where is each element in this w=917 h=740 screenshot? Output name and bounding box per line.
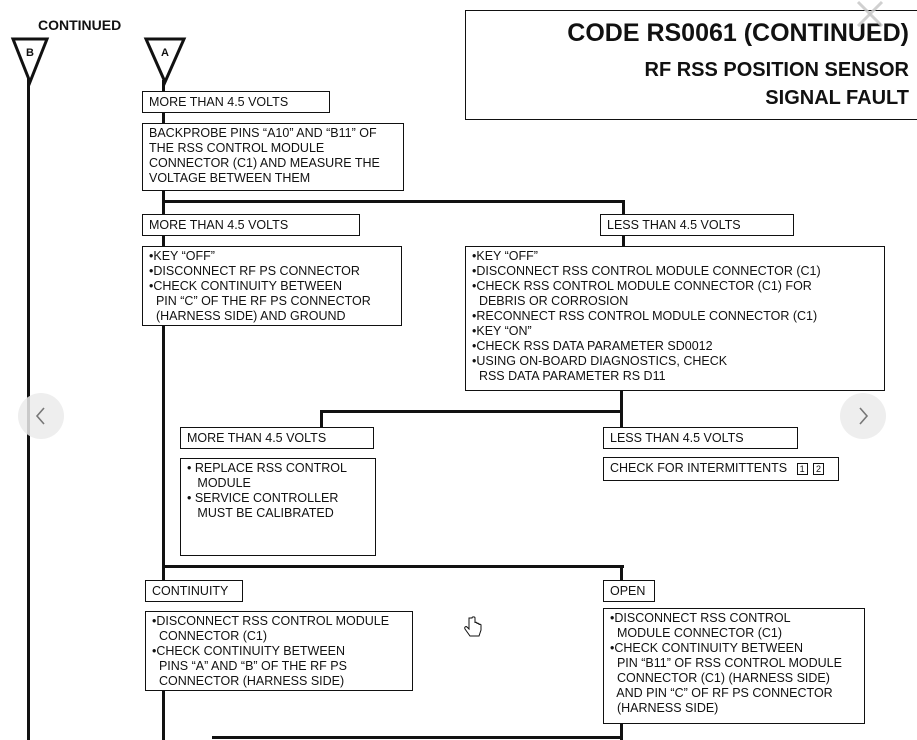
marker-a-triangle: A — [143, 37, 187, 86]
flow-line — [212, 736, 622, 739]
title-line-1: CODE RS0061 (CONTINUED) — [567, 19, 909, 47]
marker-b-triangle: B — [10, 37, 50, 86]
step-line: •DISCONNECT RF PS CONNECTOR — [149, 264, 360, 278]
step-line: •RECONNECT RSS CONTROL MODULE CONNECTOR … — [472, 309, 818, 323]
step-line: PIN “B11” OF RSS CONTROL MODULE — [610, 656, 842, 670]
steps-key-off-rss-module: •KEY “OFF” •DISCONNECT RSS CONTROL MODUL… — [465, 246, 885, 391]
step-line: •USING ON-BOARD DIAGNOSTICS, CHECK — [472, 354, 728, 368]
step-line: AND PIN “C” OF RF PS CONNECTOR — [610, 686, 833, 700]
chevron-right-icon — [859, 407, 869, 425]
step-line: VOLTAGE BETWEEN THEM — [149, 171, 311, 185]
step-line: BACKPROBE PINS “A10” AND “B11” OF — [149, 126, 377, 140]
step-line: • SERVICE CONTROLLER — [187, 491, 339, 505]
ref-badge-2: 2 — [813, 463, 825, 475]
step-line: •KEY “OFF” — [472, 249, 538, 263]
step-line: (HARNESS SIDE) AND GROUND — [149, 309, 346, 323]
flow-line — [620, 565, 623, 581]
step-line: •KEY “ON” — [472, 324, 532, 338]
condition-more-than-4-5v: MORE THAN 4.5 VOLTS — [142, 214, 360, 236]
step-line: •CHECK RSS CONTROL MODULE CONNECTOR (C1)… — [472, 279, 812, 293]
condition-less-than-4-5v: LESS THAN 4.5 VOLTS — [600, 214, 794, 236]
condition-more-than-4-5v-top: MORE THAN 4.5 VOLTS — [142, 91, 330, 113]
step-line: • REPLACE RSS CONTROL — [187, 461, 347, 475]
condition-open: OPEN — [603, 580, 655, 602]
step-line: •KEY “OFF” — [149, 249, 215, 263]
marker-b-label: B — [26, 47, 34, 59]
flow-line — [620, 724, 623, 740]
flow-line — [162, 565, 624, 568]
step-line: MODULE CONNECTOR (C1) — [610, 626, 783, 640]
step-line: PIN “C” OF THE RF PS CONNECTOR — [149, 294, 371, 308]
step-line: RSS DATA PARAMETER RS D11 — [472, 369, 666, 383]
flow-line — [162, 234, 165, 246]
sub-condition-less-than-4-5v: LESS THAN 4.5 VOLTS — [603, 427, 798, 449]
title-line-2: RF RSS POSITION SENSOR — [644, 59, 909, 81]
next-image-button[interactable] — [840, 393, 886, 439]
step-backprobe-box: BACKPROBE PINS “A10” AND “B11” OF THE RS… — [142, 123, 404, 191]
check-intermittents-text: CHECK FOR INTERMITTENTS — [610, 461, 788, 475]
step-line: PINS “A” AND “B” OF THE RF PS — [152, 659, 347, 673]
steps-continuity: •DISCONNECT RSS CONTROL MODULE CONNECTOR… — [145, 611, 413, 691]
flow-line — [320, 410, 623, 413]
step-line: DEBRIS OR CORROSION — [472, 294, 629, 308]
condition-continuity: CONTINUITY — [145, 580, 243, 602]
step-line: MODULE — [187, 476, 251, 490]
close-icon — [856, 0, 884, 28]
flow-line — [162, 200, 625, 203]
step-line: CONNECTOR (HARNESS SIDE) — [152, 674, 345, 688]
steps-replace-module: • REPLACE RSS CONTROL MODULE • SERVICE C… — [180, 458, 376, 556]
steps-key-off-rf-ps: •KEY “OFF” •DISCONNECT RF PS CONNECTOR •… — [142, 246, 402, 326]
title-box: CODE RS0061 (CONTINUED) RF RSS POSITION … — [465, 10, 917, 120]
hand-cursor-icon — [464, 616, 482, 637]
step-line: CONNECTOR (C1) AND MEASURE THE — [149, 156, 380, 170]
flow-line — [162, 112, 165, 124]
flow-line — [162, 325, 165, 580]
step-line: •DISCONNECT RSS CONTROL MODULE CONNECTOR… — [472, 264, 821, 278]
marker-a-label: A — [161, 47, 169, 59]
step-line: CONNECTOR (C1) — [152, 629, 268, 643]
flow-line — [320, 410, 323, 428]
step-line: CONNECTOR (C1) (HARNESS SIDE) — [610, 671, 830, 685]
step-line: •CHECK RSS DATA PARAMETER SD0012 — [472, 339, 713, 353]
step-line: •DISCONNECT RSS CONTROL — [610, 611, 791, 625]
prev-image-button[interactable] — [18, 393, 64, 439]
flow-line — [622, 200, 625, 216]
step-line: (HARNESS SIDE) — [610, 701, 719, 715]
flow-line — [620, 390, 623, 428]
step-line: THE RSS CONTROL MODULE — [149, 141, 325, 155]
ref-badge-1: 1 — [796, 463, 808, 475]
step-line: •DISCONNECT RSS CONTROL MODULE — [152, 614, 390, 628]
step-line: •CHECK CONTINUITY BETWEEN — [610, 641, 804, 655]
check-intermittents-box: CHECK FOR INTERMITTENTS 1 2 — [603, 457, 839, 481]
close-button[interactable] — [848, 0, 892, 30]
title-line-3: SIGNAL FAULT — [765, 87, 909, 109]
sub-condition-more-than-4-5v: MORE THAN 4.5 VOLTS — [180, 427, 374, 449]
chevron-left-icon — [35, 407, 45, 425]
step-line: •CHECK CONTINUITY BETWEEN — [149, 279, 343, 293]
flow-line-a — [162, 80, 165, 92]
flow-line — [622, 236, 625, 246]
step-line: •CHECK CONTINUITY BETWEEN — [152, 644, 346, 658]
steps-open: •DISCONNECT RSS CONTROL MODULE CONNECTOR… — [603, 608, 865, 724]
step-line: MUST BE CALIBRATED — [187, 506, 334, 520]
continued-label: CONTINUED — [38, 17, 122, 33]
flow-line — [162, 688, 165, 740]
